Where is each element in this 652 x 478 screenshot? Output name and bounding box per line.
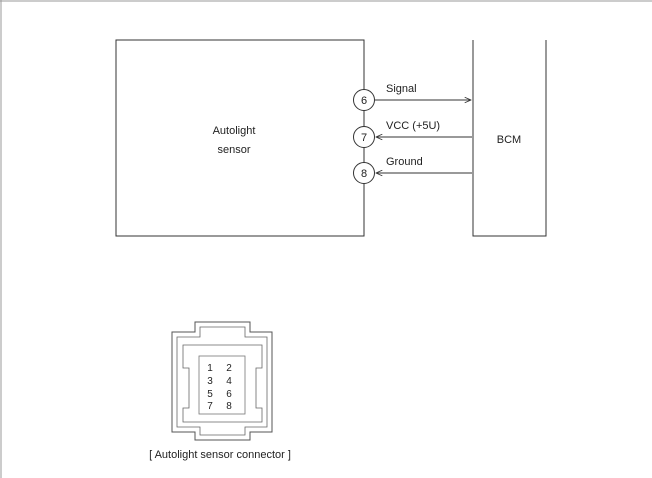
bcm-box	[472, 40, 547, 237]
wire-ground-label: Ground	[386, 156, 423, 168]
wire-signal-label: Signal	[386, 83, 417, 95]
connector-pin-7: 7	[207, 401, 213, 412]
pin-8-circle	[353, 162, 375, 184]
wire-signal: 6 Signal	[353, 83, 472, 111]
wire-vcc: 7 VCC (+5U)	[353, 120, 472, 148]
wire-ground: 8 Ground	[353, 156, 472, 184]
connector-pin-face	[198, 355, 246, 415]
connector-housing-inner	[176, 326, 268, 436]
connector-caption: [ Autolight sensor connector ]	[149, 449, 291, 461]
pin-6-number: 6	[361, 95, 367, 107]
connector-pin-3: 3	[207, 376, 213, 387]
connector-pin-1: 1	[207, 363, 213, 374]
pin-8-number: 8	[361, 168, 367, 180]
sensor-name-line1: Autolight	[213, 125, 256, 137]
pin-7-circle	[353, 126, 375, 148]
pin-7-number: 7	[361, 132, 367, 144]
sensor-name-line2: sensor	[217, 144, 250, 156]
connector-pin-2: 2	[226, 363, 232, 374]
pin-6-circle	[353, 89, 375, 111]
connector-lock-cavity	[182, 344, 263, 423]
wire-vcc-label: VCC (+5U)	[386, 120, 440, 132]
connector-housing-outer	[171, 321, 273, 441]
connector-pin-8: 8	[226, 401, 232, 412]
connector-pin-4: 4	[226, 376, 232, 387]
connector-pin-5: 5	[207, 389, 213, 400]
connector-pin-6: 6	[226, 389, 232, 400]
autolight-sensor-box	[115, 39, 365, 237]
bcm-label: BCM	[497, 134, 521, 146]
connector-drawing: 1 2 3 4 5 6 7 8	[171, 321, 273, 441]
